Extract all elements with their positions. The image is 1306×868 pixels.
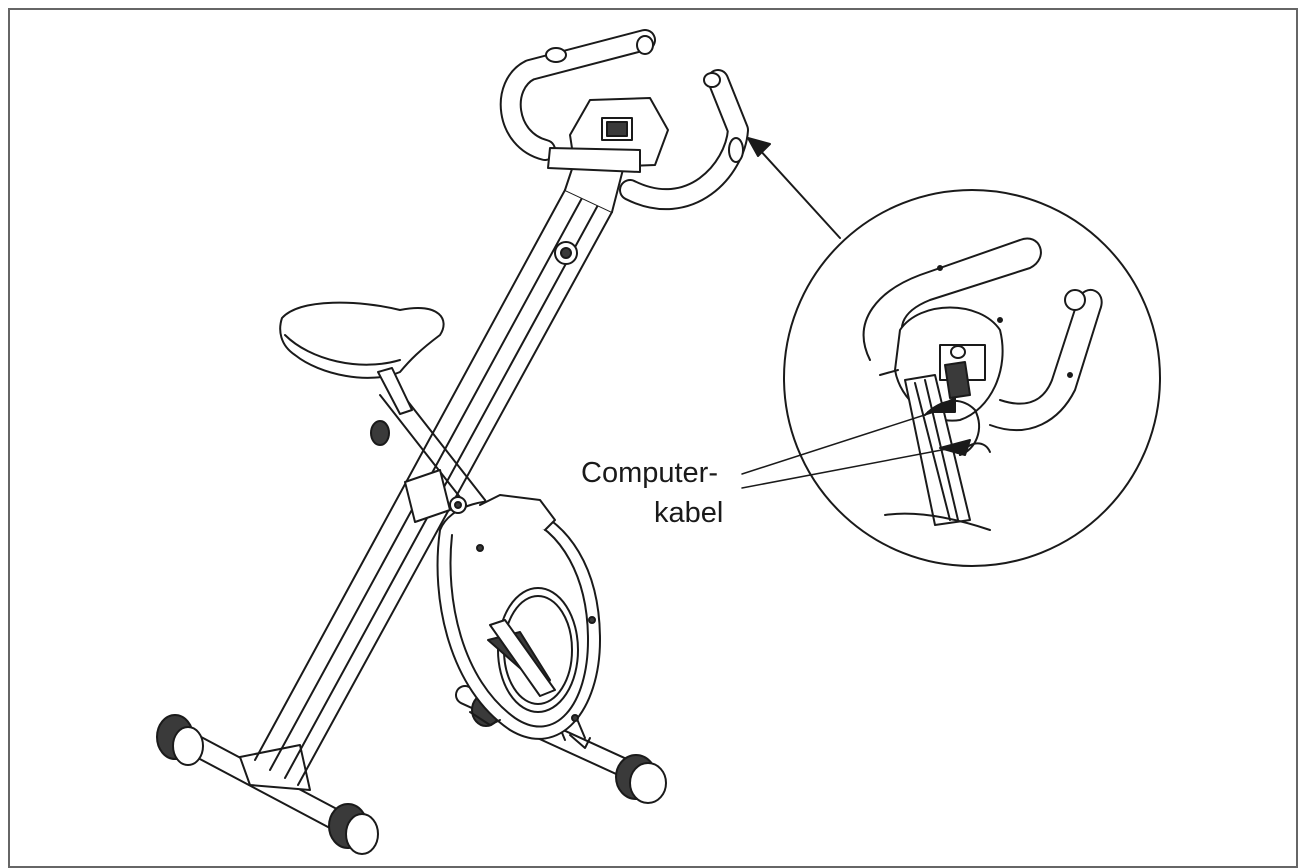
rear-stabilizer [156,714,379,855]
callout-label-line2: kabel [654,497,724,529]
callout-leader-lines [741,409,969,489]
seat-post [377,367,413,415]
flywheel-housing [436,494,601,749]
detail-arrow-upper [927,397,956,413]
detail-magnifier-circle [783,189,1161,567]
pulse-sensor-right [728,137,744,163]
computer-console [547,97,669,173]
detail-handlebar-right [989,289,1103,431]
seat [279,301,445,446]
callout-label-line1: Computer- [581,457,718,489]
seat-knob [370,420,390,446]
detail-cable-connector [944,361,971,399]
handlebar [499,29,749,211]
rear-right-end-cap [328,803,379,855]
detail-post [904,374,971,526]
pedal [487,619,556,697]
pulse-sensor-left [545,47,567,63]
detail-handlebar-left [862,237,1042,361]
seat-tube-clamp [404,469,451,523]
pointer-arrow [747,137,841,239]
rear-left-end-cap [156,714,204,766]
front-right-end-cap [615,754,667,804]
